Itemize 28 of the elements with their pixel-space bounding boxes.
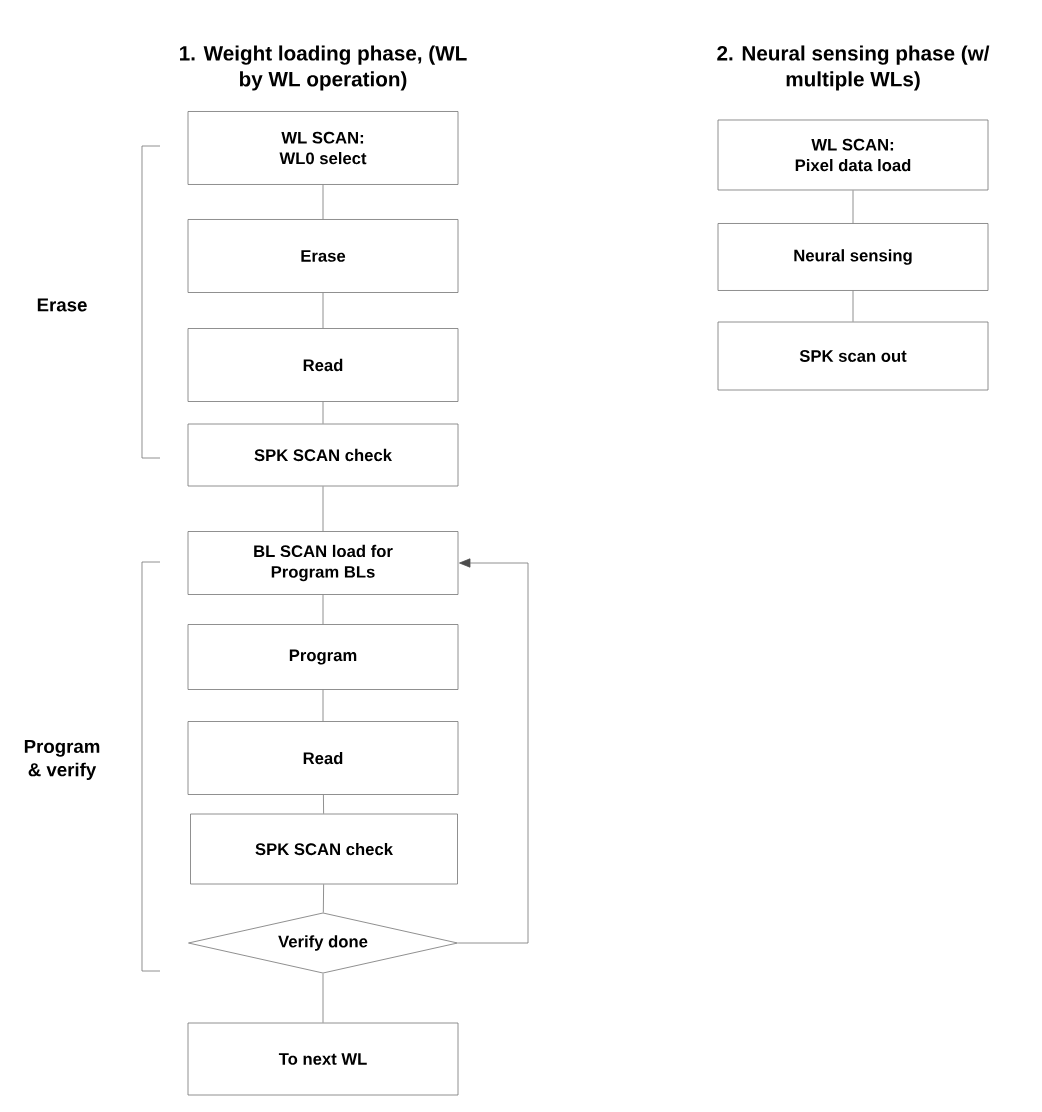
- connector-line: [323, 794, 324, 814]
- heading: 1. Weight loading phase, (WL by WL operation): [180, 45, 467, 91]
- connector-line: [322, 292, 324, 329]
- process-box: Erase: [187, 219, 459, 293]
- process-box: Neural sensing: [717, 223, 989, 291]
- arrow: [457, 558, 529, 944]
- process-box: WL SCAN: Pixel data load: [717, 119, 989, 191]
- process-box: Program: [187, 624, 459, 690]
- process-box: Read: [187, 328, 459, 402]
- process-box: WL SCAN: WL0 select: [187, 111, 459, 185]
- connector-line: [322, 594, 324, 625]
- process-box: To next WL: [187, 1022, 459, 1096]
- connector-line: [322, 884, 325, 913]
- process-box: SPK scan out: [717, 321, 989, 391]
- connector-line: [322, 184, 324, 220]
- connector-line: [852, 190, 854, 224]
- connector-line: [852, 290, 854, 322]
- connector-line: [322, 689, 324, 722]
- process-box: Read: [187, 721, 459, 795]
- connector-line: [322, 973, 324, 1023]
- process-box: SPK SCAN check: [187, 423, 459, 487]
- connector-line: [322, 486, 324, 532]
- process-box: SPK SCAN check: [190, 813, 458, 885]
- heading: 2. Neural sensing phase (w/ multiple WLs): [717, 45, 990, 91]
- bracket-label: Program & verify: [24, 740, 100, 781]
- bracket-label: Erase: [37, 298, 87, 312]
- connector-line: [322, 401, 324, 424]
- process-box: BL SCAN load for Program BLs: [187, 531, 459, 595]
